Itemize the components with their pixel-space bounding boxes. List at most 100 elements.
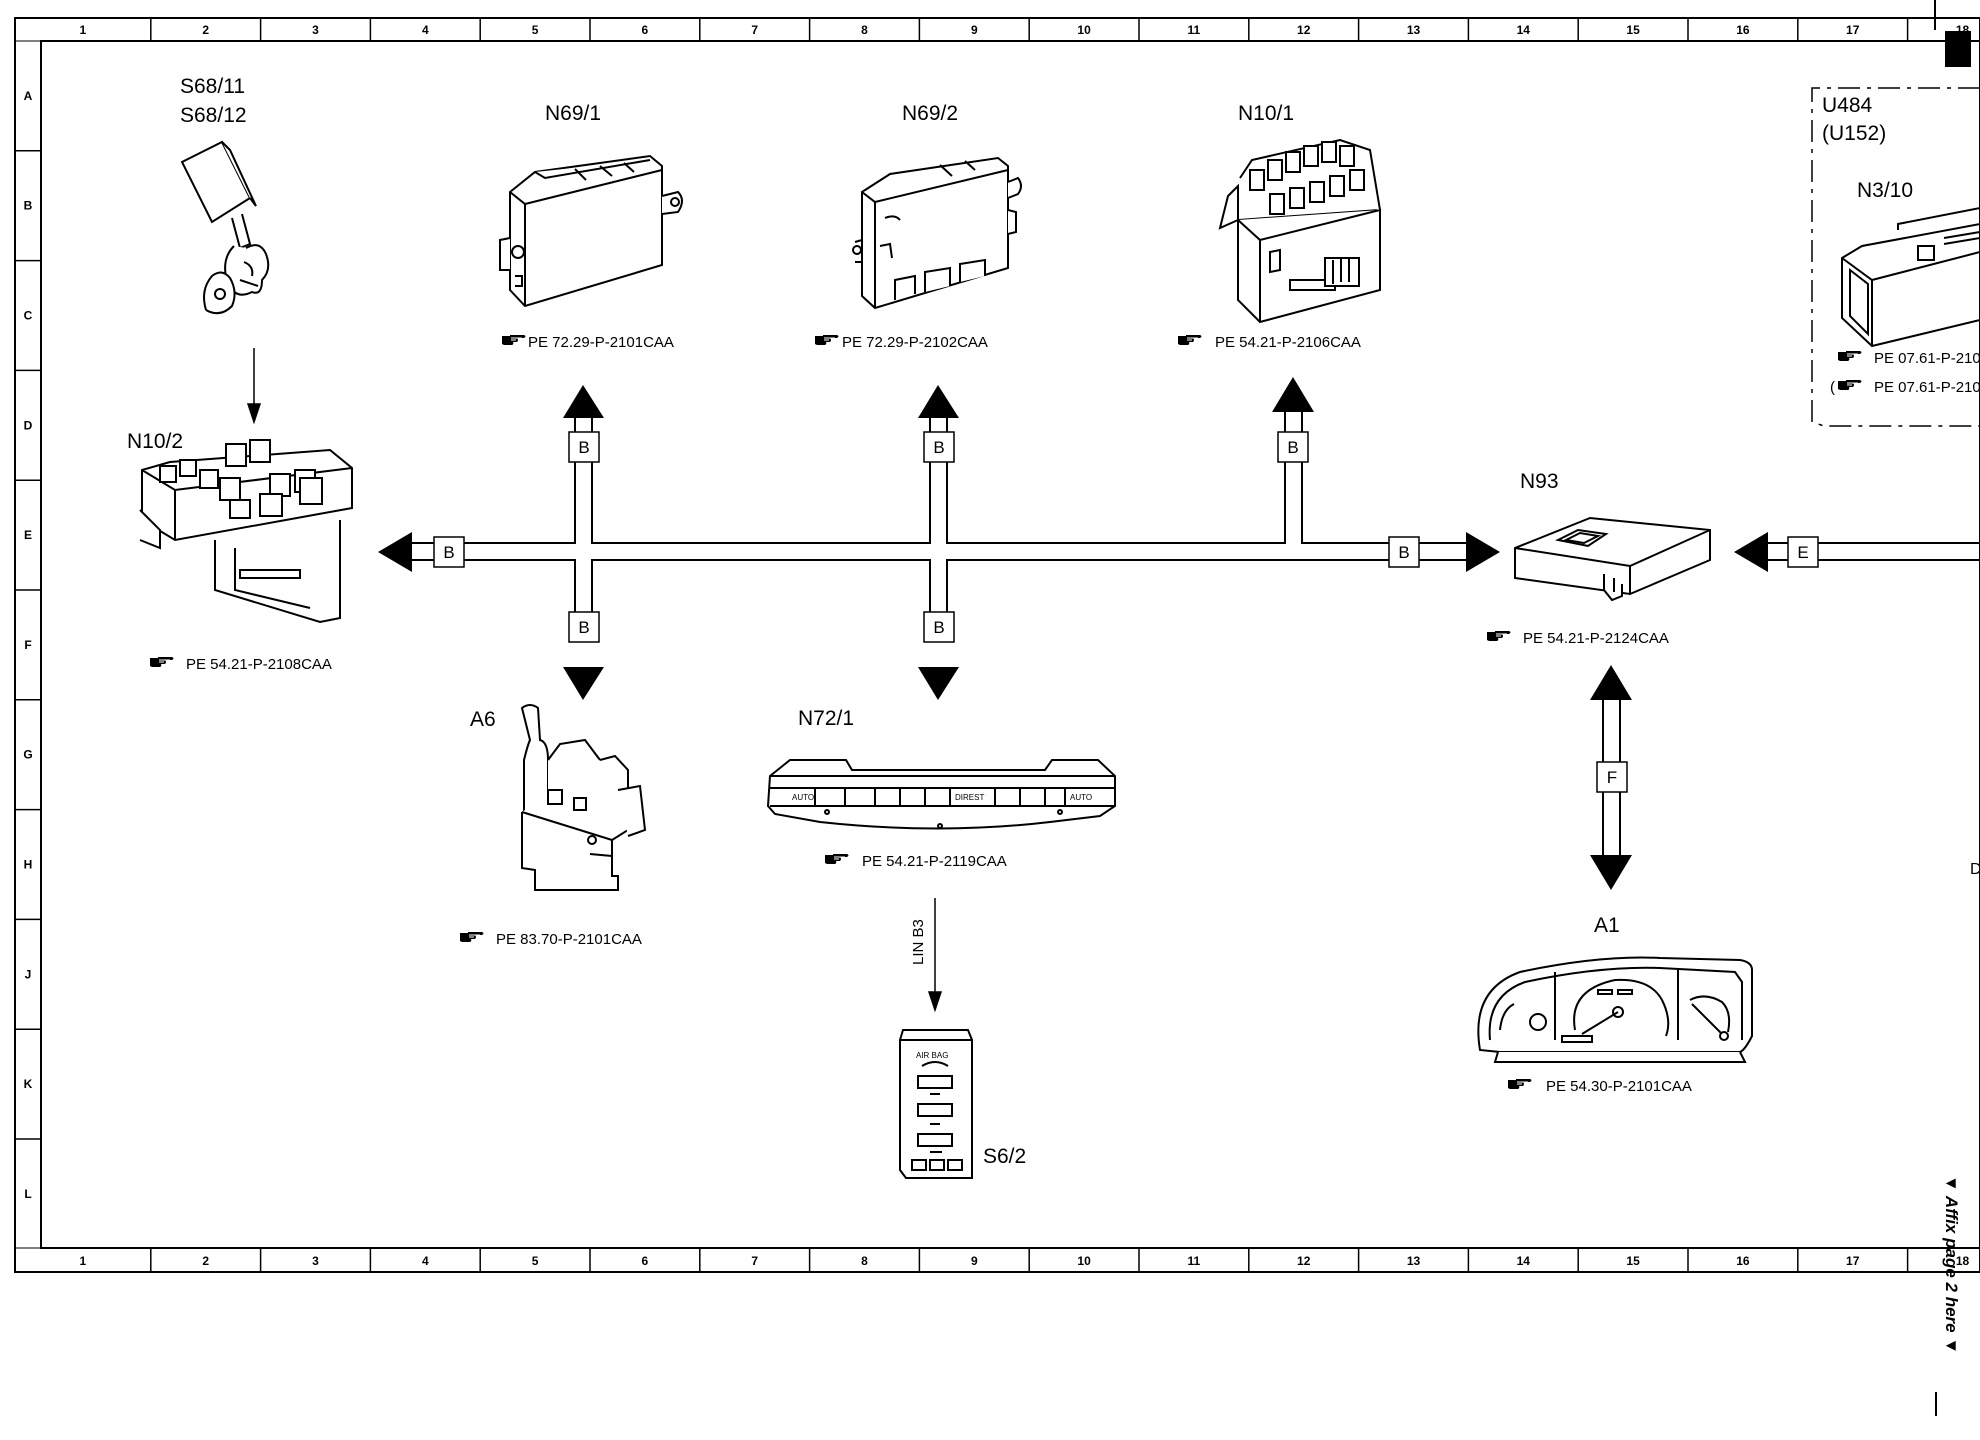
reference-code: PE 07.61-P-210 — [1874, 350, 1980, 367]
component-label: A1 — [1594, 914, 1620, 937]
reference-code: PE 72.29-P-2101CAA — [528, 334, 674, 351]
column-number: 4 — [422, 1254, 429, 1268]
column-number: 2 — [202, 23, 209, 37]
reference-code: PE 54.21-P-2124CAA — [1523, 630, 1669, 647]
reference-hand-icon — [1486, 630, 1511, 642]
column-number: 2 — [202, 1254, 209, 1268]
component-label: N72/1 — [798, 707, 854, 730]
row-letter: J — [25, 967, 32, 981]
engine-control-unit-icon — [1841, 206, 1980, 348]
column-number: 4 — [422, 23, 429, 37]
climate-control-panel-icon — [766, 759, 1116, 830]
row-letter: K — [24, 1077, 33, 1091]
column-number: 13 — [1407, 1254, 1421, 1268]
component-n93: N93 PE 54.21-P-2124CAA — [1486, 470, 1711, 647]
column-number: 16 — [1736, 23, 1750, 37]
switch-panel-icon — [899, 1029, 973, 1179]
column-number: 16 — [1736, 1254, 1750, 1268]
reference-code: PE 07.61-P-210 — [1874, 379, 1980, 396]
row-letter: E — [24, 528, 32, 542]
instrument-cluster-icon — [1477, 956, 1753, 1063]
component-label: S68/11 — [180, 75, 245, 98]
column-number: 7 — [751, 1254, 758, 1268]
column-number: 17 — [1846, 1254, 1860, 1268]
reference-hand-icon — [459, 931, 484, 943]
reference-hand-icon — [824, 853, 849, 865]
corner-marker — [1945, 31, 1971, 67]
clipped-edge-letter: D — [1970, 861, 1980, 878]
signal-arrows — [246, 348, 943, 1013]
column-number: 3 — [312, 23, 319, 37]
reference-hand-icon — [1837, 350, 1862, 362]
column-number: 13 — [1407, 23, 1421, 37]
column-number: 11 — [1188, 1254, 1201, 1268]
bus-label-b: B — [578, 618, 589, 637]
bus-label-f: F — [1607, 768, 1617, 787]
column-number: 15 — [1626, 1254, 1640, 1268]
column-number: 5 — [532, 1254, 539, 1268]
column-number: 15 — [1626, 23, 1640, 37]
reference-code: PE 83.70-P-2101CAA — [496, 931, 642, 948]
reference-code: PE 72.29-P-2102CAA — [842, 334, 988, 351]
component-s6-2: AIR BAG S6/2 — [899, 1029, 1026, 1179]
component-label: N3/10 — [1857, 179, 1913, 202]
bus-label-b: B — [443, 543, 454, 562]
column-number: 6 — [642, 23, 649, 37]
bus-label-e: E — [1797, 543, 1808, 562]
reference-hand-icon — [814, 334, 839, 346]
heater-unit-icon — [520, 704, 647, 891]
component-n10-2: N10/2 PE 54.21-P-2108CAA — [127, 430, 353, 673]
reference-hand-icon — [501, 334, 526, 346]
column-number: 9 — [971, 23, 978, 37]
component-label: N69/2 — [902, 102, 958, 125]
bus-label-b: B — [933, 618, 944, 637]
bus-label-b: B — [1287, 438, 1298, 457]
component-label: S6/2 — [983, 1145, 1026, 1168]
component-a6: A6 PE 83.70-P-2101CAA — [459, 704, 647, 948]
component-n69-2: N69/2 PE 72.29-P-2102CAA — [814, 102, 1022, 351]
component-label: U484 — [1822, 94, 1873, 117]
bus-label-b: B — [933, 438, 944, 457]
bus-label-boxes — [433, 431, 1819, 793]
column-ruler: 1122334455667788991010111112121313141415… — [80, 23, 1970, 1268]
fuse-relay-module-icon — [1218, 138, 1381, 324]
component-label: (U152) — [1822, 122, 1886, 145]
column-number: 14 — [1517, 1254, 1531, 1268]
control-module-icon — [499, 154, 683, 308]
reference-hand-icon — [1837, 379, 1862, 391]
reference-hand-icon — [149, 656, 174, 668]
reference-code: PE 54.21-P-2119CAA — [862, 853, 1007, 870]
column-number: 10 — [1077, 1254, 1091, 1268]
bus-label-b: B — [578, 438, 589, 457]
component-a1: A1 PE 54.30-P-2101CAA — [1477, 914, 1753, 1095]
reference-hand-icon — [1507, 1078, 1532, 1090]
reference-hand-icon — [1177, 334, 1202, 346]
row-letter: G — [23, 748, 32, 762]
column-number: 3 — [312, 1254, 319, 1268]
dashed-boundary — [1811, 87, 1980, 427]
bus-arrow-icon — [378, 377, 1768, 890]
column-number: 10 — [1077, 23, 1091, 37]
control-module-icon — [1514, 516, 1711, 602]
column-number: 11 — [1188, 23, 1201, 37]
column-number: 8 — [861, 1254, 868, 1268]
reference-code: PE 54.30-P-2101CAA — [1546, 1078, 1692, 1095]
drawing-frame — [14, 17, 1980, 1273]
control-module-icon — [852, 156, 1022, 310]
column-number: 1 — [80, 23, 87, 37]
airbag-button-label: AIR BAG — [916, 1051, 948, 1060]
column-number: 8 — [861, 23, 868, 37]
component-n10-1: N10/1 PE 54.21-P-2106CAA — [1177, 102, 1381, 351]
component-n69-1: N69/1 PE 72.29-P-2101CAA — [499, 102, 683, 351]
column-number: 12 — [1297, 1254, 1311, 1268]
component-u484: U484 (U152) N3/10 PE 07.61-P-210 ( PE 07… — [1811, 87, 1980, 427]
row-letter: D — [24, 418, 33, 432]
component-label: N69/1 — [545, 102, 601, 125]
row-letter: C — [24, 309, 33, 323]
column-number: 1 — [80, 1254, 87, 1268]
row-letter: H — [24, 858, 33, 872]
column-number: 6 — [642, 1254, 649, 1268]
row-letter: F — [24, 638, 31, 652]
